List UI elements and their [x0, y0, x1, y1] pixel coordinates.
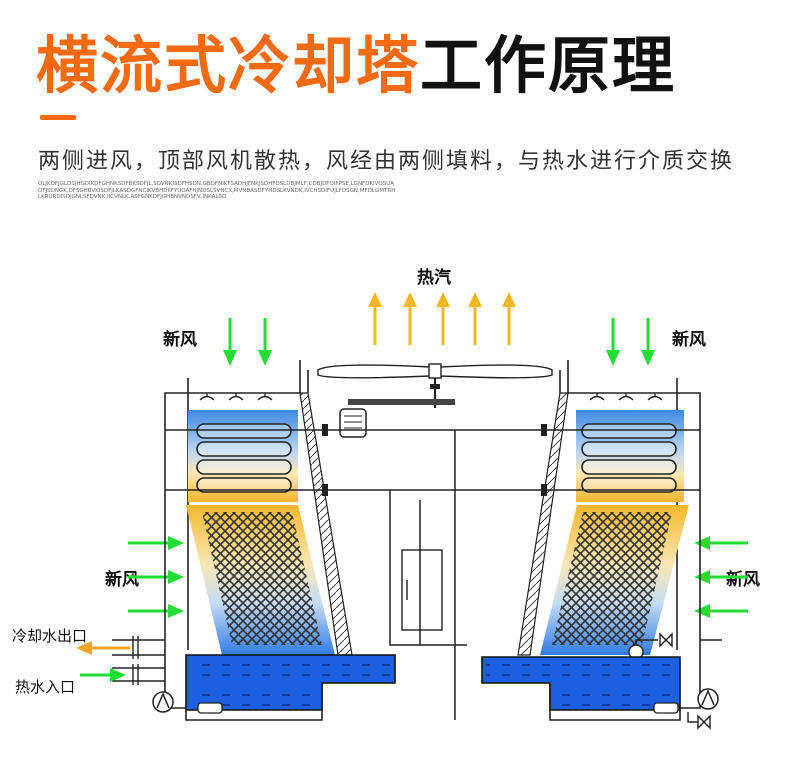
fan — [317, 363, 553, 438]
drain-plugs — [197, 702, 679, 714]
motor — [339, 408, 367, 438]
pipe-fittings — [322, 424, 547, 496]
steam-arrows — [368, 292, 516, 345]
fine-print: OLJKDFJGLDSJHGDIKDFGHNKSDFBKSDFJL,SDVNKI… — [38, 181, 396, 201]
basin-frame — [185, 683, 681, 721]
fill-media-left — [186, 505, 335, 655]
fan-hub — [428, 363, 442, 379]
steam-label: 热汽 — [417, 267, 451, 288]
fresh-air-arrows-left — [128, 536, 184, 618]
fresh-air-arrow — [641, 318, 655, 366]
steam-arrow — [403, 292, 417, 345]
title-highlight: 横流式冷却塔 — [36, 29, 421, 102]
fresh-air-label-side-right: 新风 — [726, 569, 760, 590]
cold-water-outlet-arrow — [76, 641, 130, 655]
fan-blade-left — [317, 364, 431, 379]
steam-arrow — [436, 292, 450, 345]
fresh-air-arrow — [606, 318, 620, 366]
pump-left-icon — [152, 691, 174, 713]
pump-right-icon — [697, 688, 719, 710]
inlet-pipe — [112, 664, 165, 685]
hot-water-inlet-arrow — [80, 668, 126, 682]
water-basin-right — [481, 656, 681, 711]
hot-water-inlet-label: 热水入口 — [15, 678, 75, 696]
fan-blade-right — [439, 364, 553, 379]
fill-media-right — [540, 505, 689, 655]
fresh-air-arrow — [694, 604, 748, 618]
makeup-valve-icon — [687, 712, 711, 730]
water-basin-left — [185, 654, 396, 711]
fresh-air-arrow — [694, 536, 748, 550]
fresh-air-arrow — [128, 536, 184, 550]
coil-section-left — [188, 393, 298, 502]
drift-eliminator-right — [517, 392, 569, 656]
fresh-air-arrow — [128, 604, 184, 618]
fresh-air-label-side-left: 新风 — [105, 569, 139, 590]
steam-arrow — [502, 292, 516, 345]
subtitle: 两侧进风，顶部风机散热，风经由两侧填料，与热水进行介质交换 — [38, 149, 735, 174]
coil-section-right — [576, 393, 684, 502]
fresh-air-label-top-left: 新风 — [163, 329, 197, 350]
page-title: 横流式冷却塔工作原理 — [36, 30, 676, 102]
coil-tubes-left — [196, 423, 292, 493]
fresh-air-arrows-top — [223, 318, 655, 366]
steam-arrow — [468, 292, 482, 345]
cold-water-outlet-label: 冷却水出口 — [12, 627, 87, 645]
fresh-air-arrow — [694, 570, 748, 584]
fresh-air-arrow — [258, 318, 272, 366]
title-underline — [40, 115, 76, 120]
outlet-pipe — [112, 636, 165, 659]
steam-arrow — [368, 292, 382, 345]
fresh-air-arrows-right — [694, 536, 748, 618]
coil-tubes-right — [581, 423, 677, 493]
fresh-air-arrow — [223, 318, 237, 366]
belt-drive — [348, 399, 455, 405]
control-cabinet — [401, 549, 443, 631]
fresh-air-arrow — [128, 570, 184, 584]
title-rest: 工作原理 — [420, 29, 677, 102]
fresh-air-label-top-right: 新风 — [672, 329, 706, 350]
